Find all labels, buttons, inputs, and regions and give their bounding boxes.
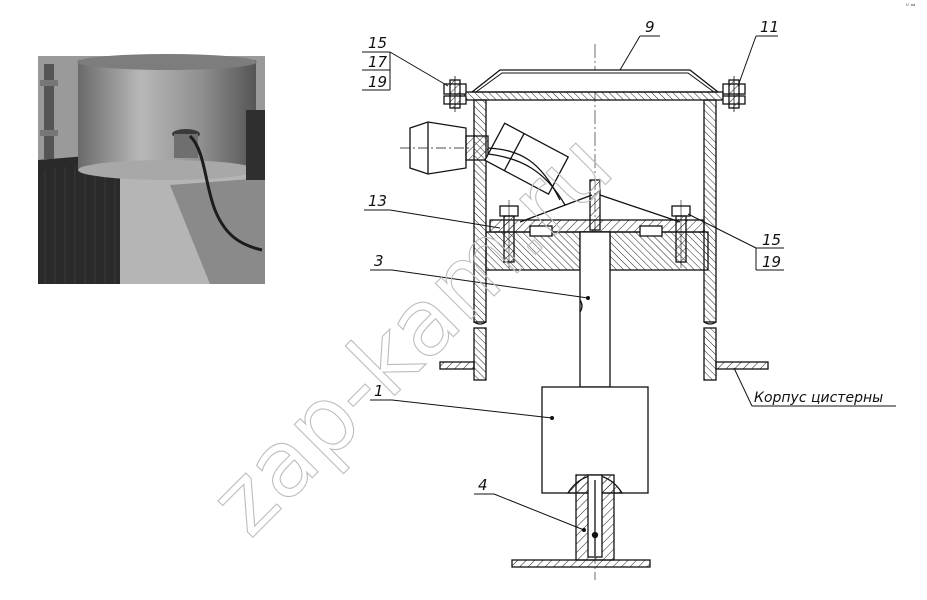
tank-body-label: Корпус цистерны [754, 390, 883, 406]
plate-screws [499, 200, 691, 268]
callout-15-top: 15 [368, 34, 387, 52]
left-cover-bolt [443, 76, 467, 112]
guide-tube [579, 231, 611, 388]
cover-flange [464, 91, 724, 101]
callout-15-right: 15 [762, 231, 781, 249]
installation-photo [38, 54, 265, 284]
callout-4: 4 [478, 476, 488, 494]
callout-13: 13 [368, 192, 387, 210]
callout-19-top: 19 [368, 73, 387, 91]
leader-dots [550, 296, 590, 532]
cable-gland [400, 121, 489, 175]
callout-17: 17 [368, 53, 388, 71]
callout-3: 3 [374, 252, 384, 270]
corner-mark: ᵁ ᵃᵃ [906, 3, 916, 10]
callout-1: 1 [374, 382, 384, 400]
leader-lines [362, 35, 896, 531]
tank-plate-right [715, 361, 769, 370]
callout-11: 11 [760, 18, 779, 36]
sensor-assembly-drawing [400, 44, 769, 580]
bottom-guide [566, 474, 624, 561]
callout-19-right: 19 [762, 253, 781, 271]
callout-9: 9 [645, 18, 655, 36]
rod-top [589, 179, 601, 231]
tank-plate-left [439, 361, 475, 370]
bottom-base-plate [511, 559, 651, 568]
right-cover-bolt [722, 76, 746, 112]
